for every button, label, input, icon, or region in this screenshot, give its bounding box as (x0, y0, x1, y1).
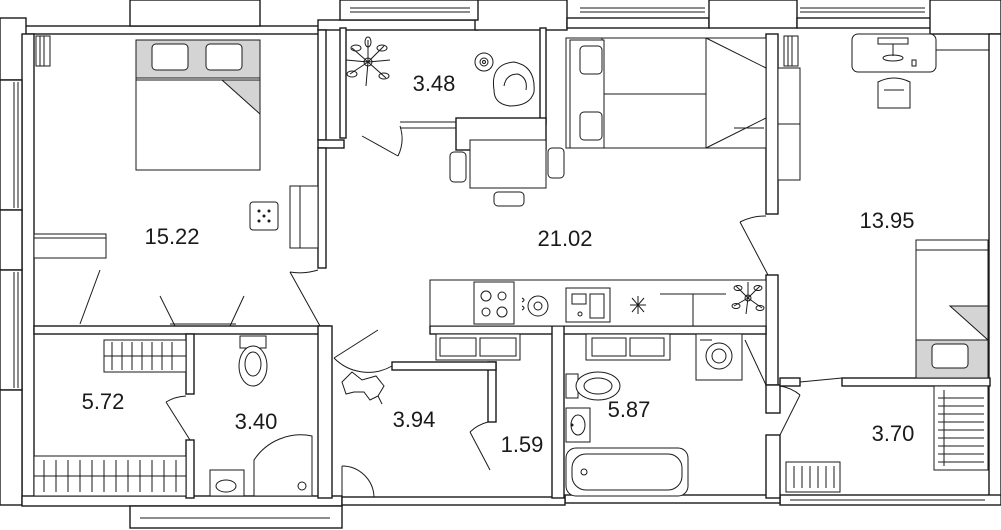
balcony-items (785, 385, 989, 493)
bathtub-icon (565, 447, 689, 497)
chair-icon (449, 151, 467, 183)
pillow-icon (931, 343, 969, 369)
kitchen-living-furniture (429, 37, 767, 327)
plant-icon (345, 36, 391, 87)
area-labels: 15.22 3.48 21.02 13.95 5.72 3.40 3.94 1.… (82, 71, 915, 457)
hallway-items (341, 333, 521, 405)
bedroom-2-furniture (777, 33, 989, 379)
area-label-wardrobe: 5.72 (82, 389, 125, 414)
shelving-icon (933, 385, 989, 471)
radiator-icon (35, 35, 51, 67)
area-label-hallway: 3.94 (393, 407, 436, 432)
windows (13, 7, 985, 519)
armchair-icon (492, 61, 535, 107)
chair-icon (547, 147, 565, 179)
doors (79, 125, 843, 498)
sink-icon (565, 287, 611, 323)
pillow-icon (151, 43, 189, 71)
area-label-bedroom-2: 13.95 (859, 208, 914, 233)
area-label-balcony: 3.70 (872, 421, 915, 446)
cat-icon (341, 371, 385, 401)
toilet-icon (575, 371, 621, 401)
bedroom-1-furniture (33, 35, 319, 259)
desk (851, 33, 937, 73)
bathroom-fixtures (565, 333, 743, 497)
area-label-shower-room: 3.40 (235, 409, 278, 434)
shower-room-fixtures (209, 335, 313, 497)
area-label-bathroom: 5.87 (608, 397, 651, 422)
plant-icon (731, 282, 765, 315)
cushion-icon (579, 111, 603, 141)
chair-icon (877, 77, 911, 109)
dishwasher-icon (630, 296, 646, 314)
wardrobe-furniture (33, 339, 187, 497)
cushion-icon (579, 45, 603, 75)
interior-walls (33, 27, 991, 499)
toilet-icon (238, 345, 268, 387)
loggia-furniture (345, 36, 535, 107)
shower-tray-icon (253, 434, 313, 497)
chair-icon (493, 191, 525, 207)
washbasin-icon (565, 407, 591, 443)
area-label-bedroom-1: 15.22 (144, 224, 199, 249)
washing-machine-icon (695, 333, 743, 381)
radiator-icon (783, 35, 799, 67)
stove-icon (473, 281, 515, 325)
dining-table (469, 139, 547, 189)
pillow-icon (205, 43, 243, 71)
kettle-icon (527, 295, 549, 317)
desk (289, 185, 319, 249)
area-label-loggia: 3.48 (413, 71, 456, 96)
area-label-kitchen-living: 21.02 (537, 226, 592, 251)
radiator-icon (785, 461, 841, 493)
area-label-storage: 1.59 (501, 432, 544, 457)
